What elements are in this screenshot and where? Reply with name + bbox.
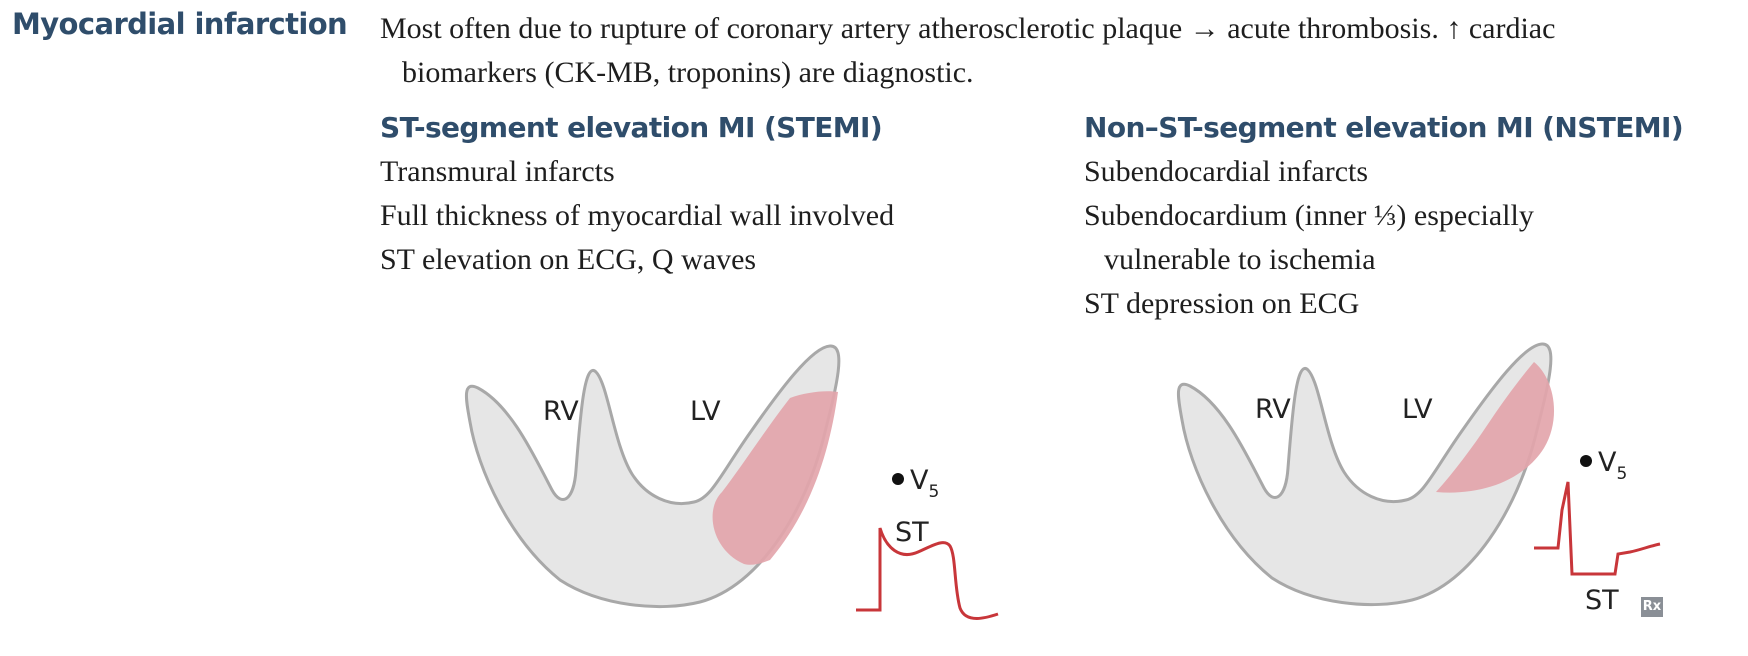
stemi-infarct-zone (712, 391, 838, 565)
stemi-lv-label: LV (690, 396, 721, 427)
stemi-line-1: Transmural infarcts (380, 155, 615, 188)
stemi-heading: ST-segment elevation MI (STEMI) (380, 111, 883, 144)
nstemi-lead-label: V5 (1598, 447, 1627, 484)
nstemi-rv-label: RV (1255, 394, 1291, 425)
stemi-rv-label: RV (543, 396, 579, 427)
intro-text: Most often due to rupture of coronary ar… (380, 7, 1740, 95)
nstemi-heading: Non–ST-segment elevation MI (NSTEMI) (1084, 111, 1684, 144)
stemi-ecg: V5 ST (856, 465, 999, 620)
nstemi-lead-dot (1580, 455, 1592, 467)
nstemi-heart-wall (1177, 342, 1553, 607)
intro-line-1: Most often due to rupture of coronary ar… (380, 12, 1556, 45)
nstemi-line-2: Subendocardium (inner ⅓) especially (1084, 199, 1534, 232)
stemi-column: ST-segment elevation MI (STEMI) Transmur… (380, 108, 1020, 282)
stemi-line-3: ST elevation on ECG, Q waves (380, 243, 757, 276)
stemi-lead-label: V5 (910, 465, 939, 502)
nstemi-line-3: vulnerable to ischemia (1104, 243, 1376, 276)
nstemi-heart-diagram: RV LV (1177, 342, 1555, 607)
topic-title: Myocardial infarction (12, 7, 348, 41)
stemi-line-2: Full thickness of myocardial wall involv… (380, 199, 895, 232)
rx-badge-icon: Rx (1641, 597, 1663, 617)
stemi-lead-dot (892, 473, 904, 485)
nstemi-lv-label: LV (1402, 394, 1433, 425)
nstemi-line-1: Subendocardial infarcts (1084, 155, 1369, 188)
nstemi-infarct-zone (1436, 362, 1555, 493)
intro-line-2: biomarkers (CK-MB, troponins) are diagno… (402, 56, 974, 89)
stemi-st-label: ST (895, 517, 929, 548)
nstemi-line-4: ST depression on ECG (1084, 287, 1360, 320)
stemi-ecg-trace (856, 527, 999, 620)
nstemi-column: Non–ST-segment elevation MI (NSTEMI) Sub… (1084, 108, 1724, 326)
nstemi-st-label: ST (1585, 585, 1619, 616)
nstemi-ecg: V5 ST (1534, 447, 1661, 616)
nstemi-ecg-trace (1534, 481, 1661, 576)
stemi-heart-diagram: RV LV (465, 344, 841, 609)
